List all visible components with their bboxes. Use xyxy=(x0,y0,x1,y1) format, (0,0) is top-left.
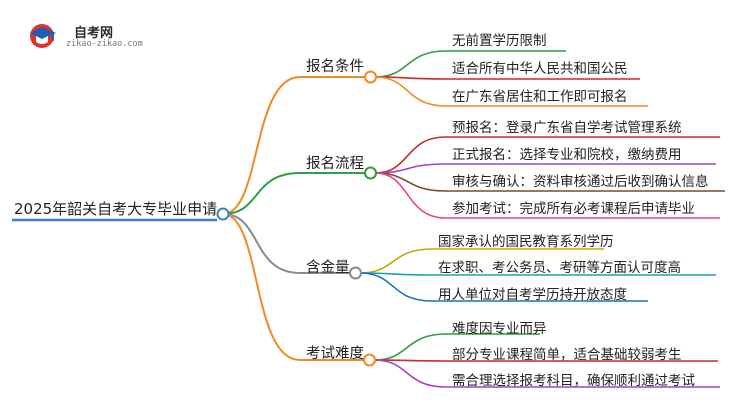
leaf-connector xyxy=(374,172,447,219)
branch-label: 考试难度 xyxy=(306,346,364,362)
branch-connector xyxy=(222,213,301,361)
branch-node-circle xyxy=(364,70,377,84)
leaf-label: 预报名：登录广东省自学考试管理系统 xyxy=(452,120,682,136)
leaf-label: 审核与确认：资料审核通过后收到确认信息 xyxy=(452,174,709,190)
leaf-label: 适合所有中华人民共和国公民 xyxy=(452,61,628,77)
logo-subtitle: zikao-zikao.com xyxy=(66,39,143,49)
branch-node-circle xyxy=(349,266,362,280)
leaf-label: 用人单位对自考学历持开放态度 xyxy=(438,287,627,303)
branch-label: 报名流程 xyxy=(306,156,364,172)
branch-label: 含金量 xyxy=(306,260,350,276)
leaf-label: 参加考试：完成所有必考课程后申请毕业 xyxy=(452,201,695,217)
branch-label: 报名条件 xyxy=(306,59,364,75)
leaf-label: 难度因专业而异 xyxy=(452,321,547,337)
leaf-label: 需合理选择报考科目，确保顺利通过考试 xyxy=(452,373,695,389)
leaf-label: 正式报名：选择专业和院校，缴纳费用 xyxy=(452,147,682,163)
leaf-label: 在广东省居住和工作即可报名 xyxy=(452,89,628,105)
leaf-connector xyxy=(374,50,447,78)
leaf-connector xyxy=(359,248,433,274)
branch-connector xyxy=(222,213,301,274)
leaf-label: 无前置学历限制 xyxy=(452,33,547,49)
site-logo: 自考网 zikao-zikao.com xyxy=(22,20,172,52)
root-topic: 2025年韶关自考大专毕业申请 xyxy=(14,200,218,218)
branch-connector xyxy=(222,76,301,215)
leaf-connector xyxy=(373,359,447,388)
leaf-connector xyxy=(374,136,447,174)
leaf-connector xyxy=(373,333,447,361)
leaf-label: 在求职、考公务员、考研等方面认可度高 xyxy=(438,260,681,276)
graduation-cap-icon xyxy=(30,24,56,48)
branch-node-circle xyxy=(363,353,376,367)
leaf-connector xyxy=(359,272,433,302)
leaf-connector xyxy=(374,76,447,107)
leaf-label: 国家承认的国民教育系列学历 xyxy=(438,234,614,250)
branch-connector xyxy=(222,172,301,215)
leaf-label: 部分专业课程简单，适合基础较弱考生 xyxy=(452,347,682,363)
leaf-connector xyxy=(374,172,447,192)
root-node-circle xyxy=(216,207,230,221)
branch-node-circle xyxy=(364,166,377,180)
logo-title: 自考网 xyxy=(74,26,114,41)
